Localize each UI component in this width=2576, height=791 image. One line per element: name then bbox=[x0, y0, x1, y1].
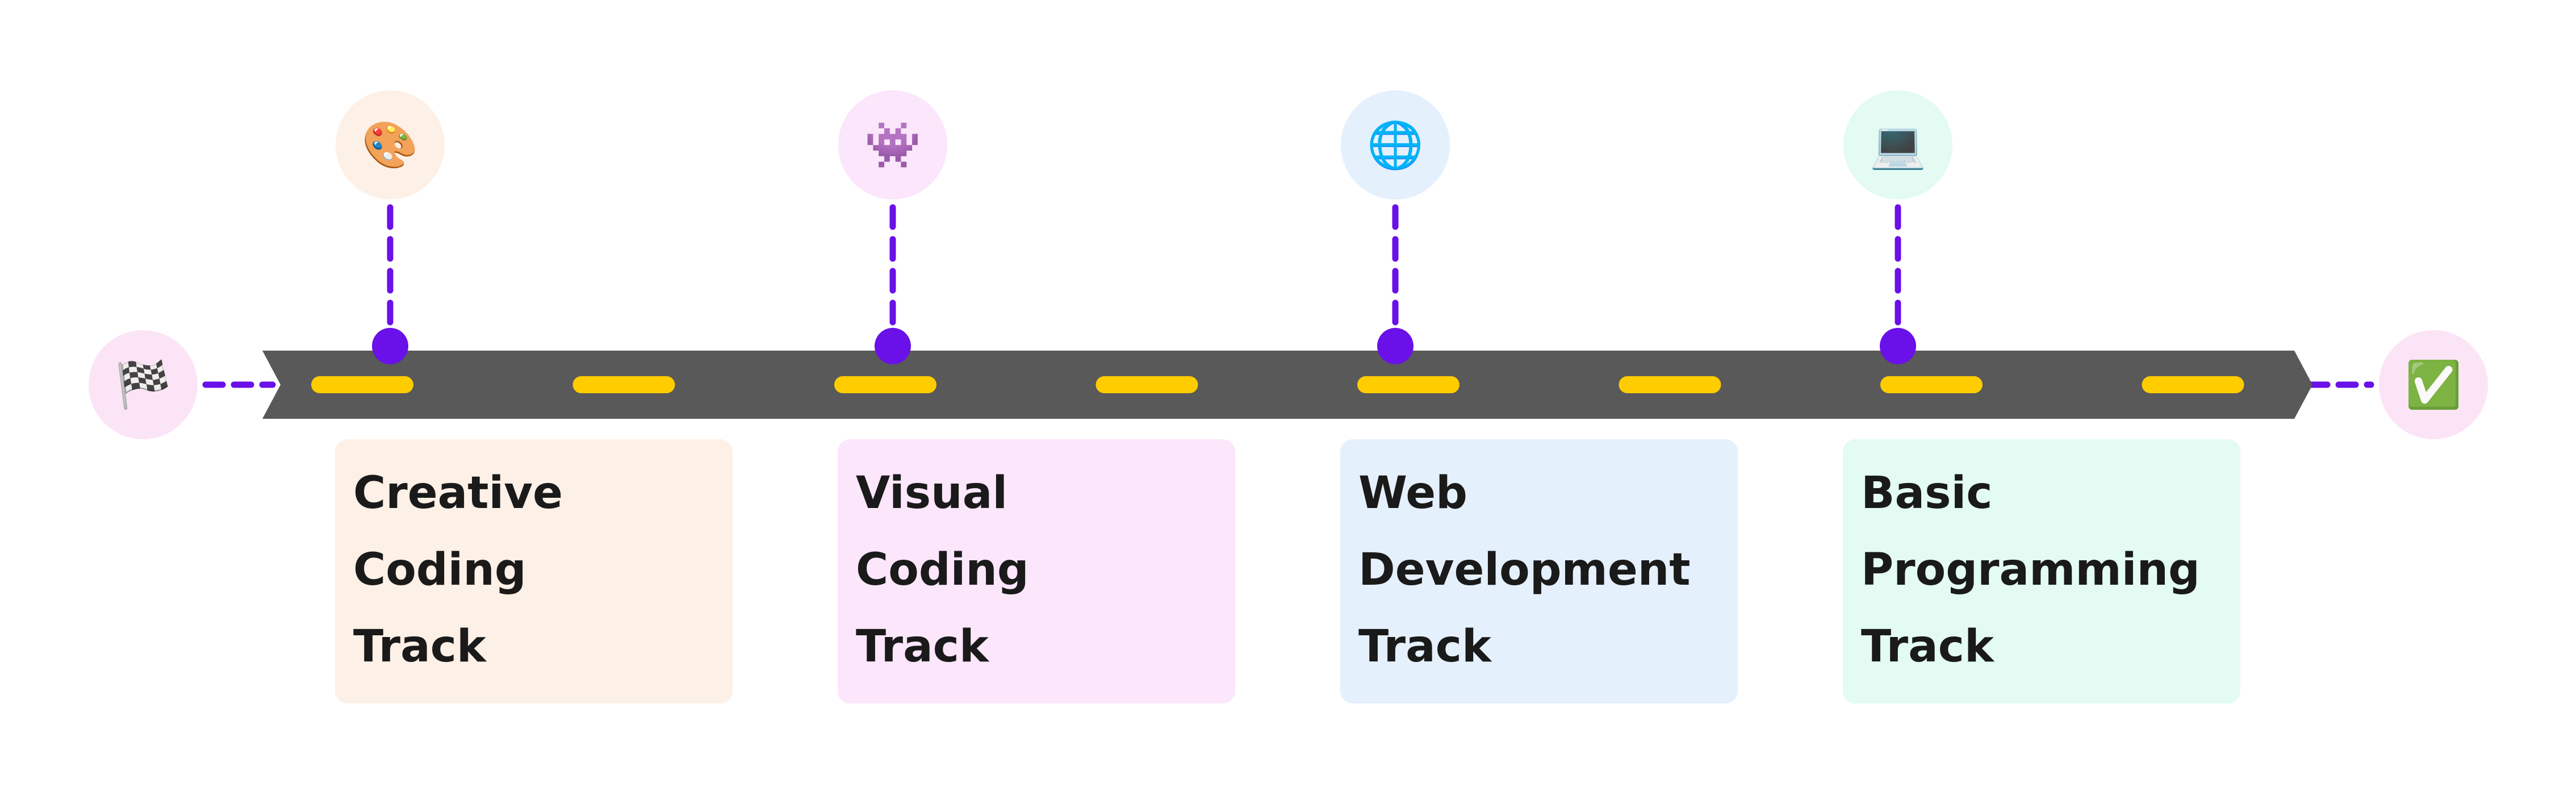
track-card-line: Track bbox=[353, 621, 486, 672]
track-card-line: Visual bbox=[856, 468, 1008, 519]
milestone-icon-circle bbox=[1341, 90, 1450, 199]
laptop-icon: 💻 bbox=[1870, 119, 1926, 172]
track-card-line: Coding bbox=[856, 544, 1029, 596]
lane-marking bbox=[834, 376, 936, 393]
track-card-web-development: Web Development Track bbox=[1340, 439, 1738, 703]
milestone-node bbox=[372, 328, 408, 364]
lane-marking bbox=[1880, 376, 1983, 393]
lane-marking bbox=[1357, 376, 1460, 393]
checkered-flag-icon: 🏁 bbox=[115, 359, 172, 411]
lane-markings bbox=[311, 376, 2244, 393]
track-card-line: Coding bbox=[353, 544, 526, 596]
track-card-line: Creative bbox=[353, 468, 563, 519]
track-card-line: Track bbox=[1358, 621, 1491, 672]
track-card-basic-programming: Basic Programming Track bbox=[1843, 439, 2240, 703]
milestone-icon-circle bbox=[336, 90, 445, 199]
lane-marking bbox=[1619, 376, 1721, 393]
artist-palette-icon: 🎨 bbox=[362, 118, 419, 172]
milestone-node bbox=[1880, 328, 1916, 364]
milestone-layer: 🎨 👾 🌐 💻 bbox=[336, 90, 1952, 364]
lane-marking bbox=[1095, 376, 1198, 393]
track-card-creative-coding: Creative Coding Track bbox=[335, 439, 733, 703]
finish-circle bbox=[2379, 330, 2488, 439]
road bbox=[262, 351, 2312, 419]
track-card-visual-coding: Visual Coding Track bbox=[838, 439, 1235, 703]
lane-marking bbox=[572, 376, 675, 393]
globe-icon: 🌐 bbox=[1367, 119, 1424, 172]
lane-marking bbox=[311, 376, 413, 393]
check-mark-icon: ✅ bbox=[2405, 359, 2462, 411]
milestone-node bbox=[1377, 328, 1414, 364]
track-card-line: Basic bbox=[1861, 468, 1993, 519]
milestone-icon-circle bbox=[838, 90, 947, 199]
track-card-line: Web bbox=[1358, 468, 1467, 519]
track-card-line: Track bbox=[856, 621, 989, 672]
milestone-icon-circle bbox=[1843, 90, 1952, 199]
lane-marking bbox=[2142, 376, 2244, 393]
alien-monster-icon: 👾 bbox=[864, 119, 921, 172]
start-circle bbox=[89, 330, 198, 439]
track-card-line: Track bbox=[1861, 621, 1994, 672]
track-card-line: Development bbox=[1358, 544, 1691, 596]
track-card-line: Programming bbox=[1861, 544, 2200, 596]
milestone-node bbox=[875, 328, 911, 364]
